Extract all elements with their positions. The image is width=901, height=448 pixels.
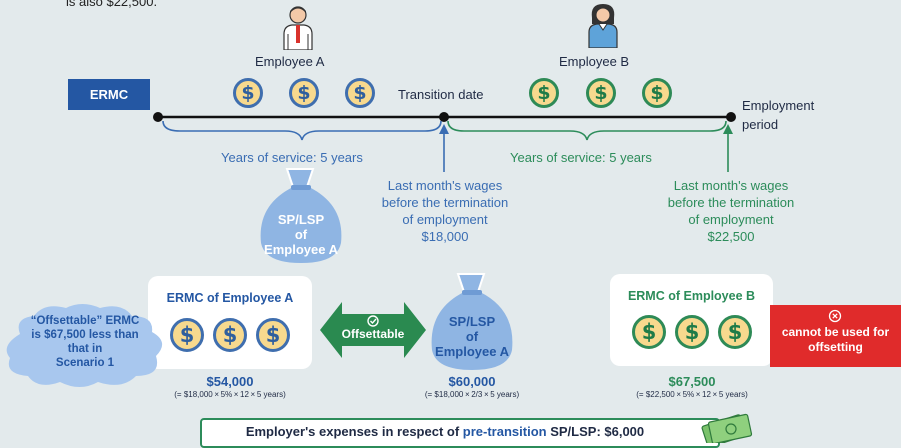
offsettable-arrow: [320, 302, 426, 358]
employee-a-label: Employee A: [255, 54, 325, 69]
wages-a-text: Last month's wages before the terminatio…: [381, 178, 509, 244]
bag-a-top-label: SP/LSP of Employee A: [264, 212, 338, 257]
coin-b1-icon: $: [529, 78, 559, 108]
service-a-label: Years of service: 5 years: [221, 150, 363, 165]
coin-a2-icon: $: [289, 78, 319, 108]
coin-card-a2-icon: $: [213, 318, 247, 352]
coin-card-b1-icon: $: [632, 315, 666, 349]
formula-b: (= $22,500 × 5% × 12 × 5 years): [636, 390, 748, 399]
bag-a-bottom-label: SP/LSP of Employee A: [435, 314, 509, 359]
coin-card-b3-icon: $: [718, 315, 752, 349]
coin-b2-icon: $: [586, 78, 616, 108]
coin-card-a1-icon: $: [170, 318, 204, 352]
amount-a: $54,000: [206, 374, 254, 389]
ermc-card-b-title: ERMC of Employee B: [627, 289, 756, 303]
top-text: is also $22,500.: [66, 0, 158, 9]
employment-period-label: Employment period: [742, 98, 815, 132]
formula-bag: (= $18,000 × 2/3 × 5 years): [424, 390, 520, 399]
money-bag-bottom-icon: [431, 273, 513, 370]
employee-a-avatar-icon: [283, 6, 313, 50]
wages-b-text: Last month's wages before the terminatio…: [667, 178, 795, 244]
cash-stack-icon: [701, 413, 753, 443]
expenses-suffix: SP/LSP: $6,000: [546, 424, 645, 439]
offsettable-label: Offsettable: [341, 327, 405, 341]
coin-a1-icon: $: [233, 78, 263, 108]
coin-a3-icon: $: [345, 78, 375, 108]
amount-bag: $60,000: [448, 374, 496, 389]
amount-b: $67,500: [668, 374, 716, 389]
cloud-text: “Offsettable” ERMC is $67,500 less than …: [30, 315, 140, 369]
cannot-offset-text: cannot be used for offsetting: [781, 325, 890, 354]
coin-card-a3-icon: $: [256, 318, 290, 352]
service-b-label: Years of service: 5 years: [510, 150, 652, 165]
expenses-text: Employer's expenses in respect of pre-tr…: [200, 424, 690, 439]
cross-circle-icon: [828, 309, 842, 323]
cloud-shape: [6, 304, 163, 387]
coin-b3-icon: $: [642, 78, 672, 108]
ermc-card-a-title: ERMC of Employee A: [166, 291, 294, 305]
ermc-box: ERMC: [68, 79, 150, 110]
money-bag-top-icon: [260, 168, 342, 263]
formula-a: (= $18,000 × 5% × 12 × 5 years): [174, 390, 286, 399]
expenses-prefix: Employer's expenses in respect of: [245, 424, 463, 439]
coin-card-b2-icon: $: [675, 315, 709, 349]
transition-date-label: Transition date: [398, 87, 484, 102]
employee-b-label: Employee B: [559, 54, 630, 69]
employee-b-avatar-icon: [588, 4, 618, 48]
expenses-highlight: pre-transition: [462, 424, 547, 439]
